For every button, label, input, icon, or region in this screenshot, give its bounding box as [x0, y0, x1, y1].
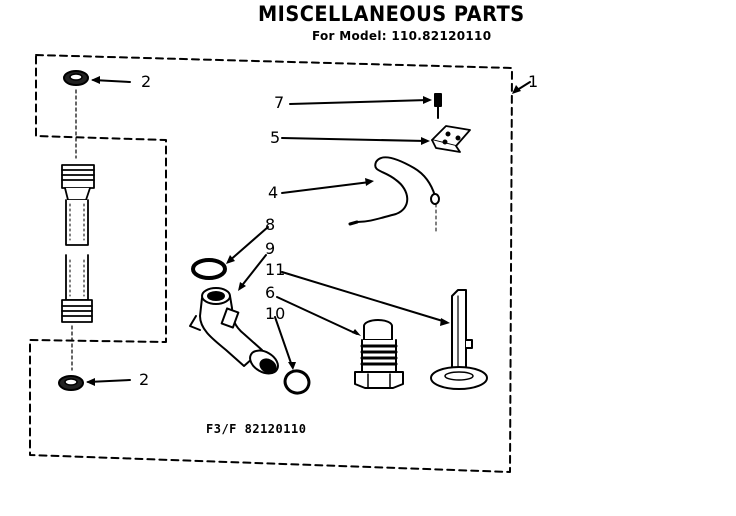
figure-code: F3/F 82120110 — [206, 422, 307, 436]
gasket-part — [283, 369, 311, 395]
hose-coupling-top — [61, 164, 95, 246]
callout-8: 8 — [265, 215, 276, 234]
leader-5 — [281, 137, 427, 142]
callout-6: 6 — [265, 283, 276, 302]
callout-10: 10 — [265, 304, 286, 323]
kit-outline — [29, 54, 513, 473]
callout-1: 1 — [528, 72, 539, 91]
leader-7 — [289, 99, 429, 105]
leader-4 — [281, 181, 371, 194]
callout-5: 5 — [270, 128, 281, 147]
callout-7: 7 — [274, 93, 285, 112]
leader-11 — [281, 271, 447, 323]
screw-part — [434, 93, 442, 119]
page-title: MISCELLANEOUS PARTS — [258, 2, 525, 26]
leader-6 — [276, 296, 358, 335]
ground-wire-part — [348, 156, 440, 233]
drain-valve-part — [354, 319, 404, 389]
hose-coupling-bottom — [61, 254, 93, 323]
washer-bottom — [58, 375, 84, 391]
washer-top — [63, 70, 89, 86]
callout-9: 9 — [265, 239, 276, 258]
callout-2-top: 2 — [141, 72, 152, 91]
callout-11: 11 — [265, 260, 286, 279]
callout-2-bottom: 2 — [139, 370, 150, 389]
clamp-part — [431, 125, 471, 153]
model-subtitle: For Model: 110.82120110 — [312, 29, 492, 43]
leader-10 — [274, 316, 293, 367]
drain-elbow-part — [189, 287, 279, 375]
callout-4: 4 — [268, 183, 279, 202]
leader-8 — [227, 226, 269, 263]
leveling-leg-part — [430, 289, 488, 390]
leader-9 — [239, 254, 267, 289]
retaining-ring-part — [191, 258, 227, 280]
